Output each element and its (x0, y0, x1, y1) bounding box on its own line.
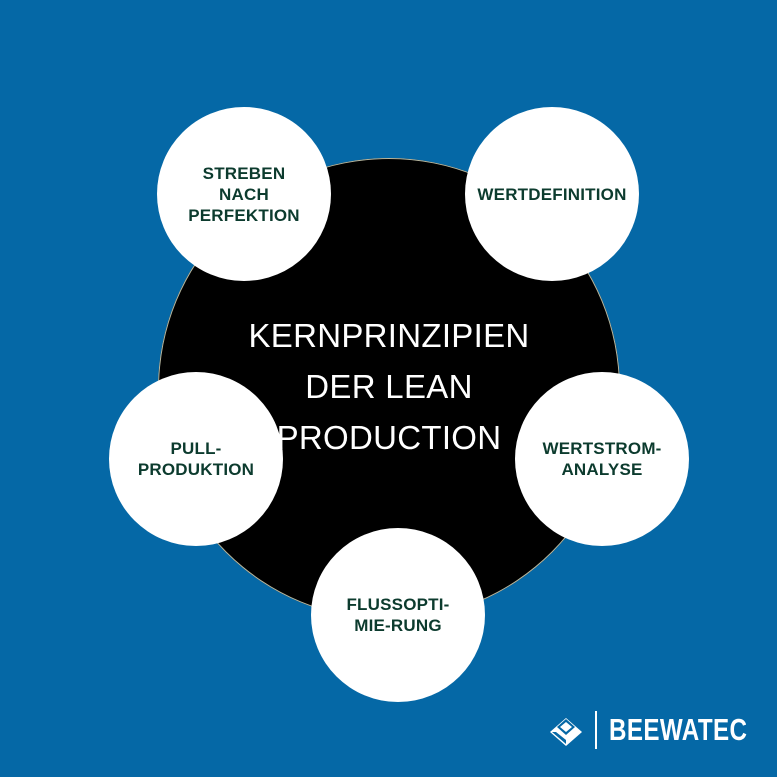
beewatec-logo-icon (550, 718, 582, 746)
principle-label: WERTSTROM- ANALYSE (542, 438, 661, 480)
brand-logo: BEEWATEC (546, 707, 777, 753)
logo-divider (595, 711, 597, 749)
principle-label-line: NACH (219, 184, 269, 204)
principle-label-line: WERTSTROM- (542, 439, 662, 458)
principle-label-line: MIE-RUNG (354, 616, 442, 635)
principle-label-line: PRODUKTION (137, 460, 255, 479)
center-title-line: DER LEAN (305, 368, 473, 405)
principle-label: PULL- PRODUKTION (138, 438, 254, 480)
principle-label: FLUSSOPTI- MIE-RUNG (346, 594, 449, 636)
principle-label: WERTDEFINITION (477, 184, 626, 205)
center-title-line: KERNPRINZIPIEN (248, 317, 530, 354)
principle-label-line: FLUSSOPTI- (346, 595, 450, 614)
principle-circle-pull-produktion: PULL- PRODUKTION (109, 372, 283, 546)
principle-label-line: PULL- (170, 439, 222, 458)
brand-name: BEEWATEC (609, 712, 748, 747)
principle-label-line: STREBEN (202, 163, 286, 183)
principle-circle-flussoptimierung: FLUSSOPTI- MIE-RUNG (311, 528, 485, 702)
principle-circle-perfektion: STREBEN NACH PERFEKTION (157, 107, 331, 281)
principle-label-line: PERFEKTION (188, 205, 300, 225)
principle-circle-wertdefinition: WERTDEFINITION (465, 107, 639, 281)
center-title-line: PRODUCTION (276, 419, 502, 456)
principle-label-line: ANALYSE (561, 460, 643, 479)
principle-circle-wertstrom-analyse: WERTSTROM- ANALYSE (515, 372, 689, 546)
principle-label-line: WERTDEFINITION (477, 184, 627, 204)
center-title: KERNPRINZIPIEN DER LEAN PRODUCTION (230, 310, 548, 463)
principle-label: STREBEN NACH PERFEKTION (188, 163, 300, 226)
